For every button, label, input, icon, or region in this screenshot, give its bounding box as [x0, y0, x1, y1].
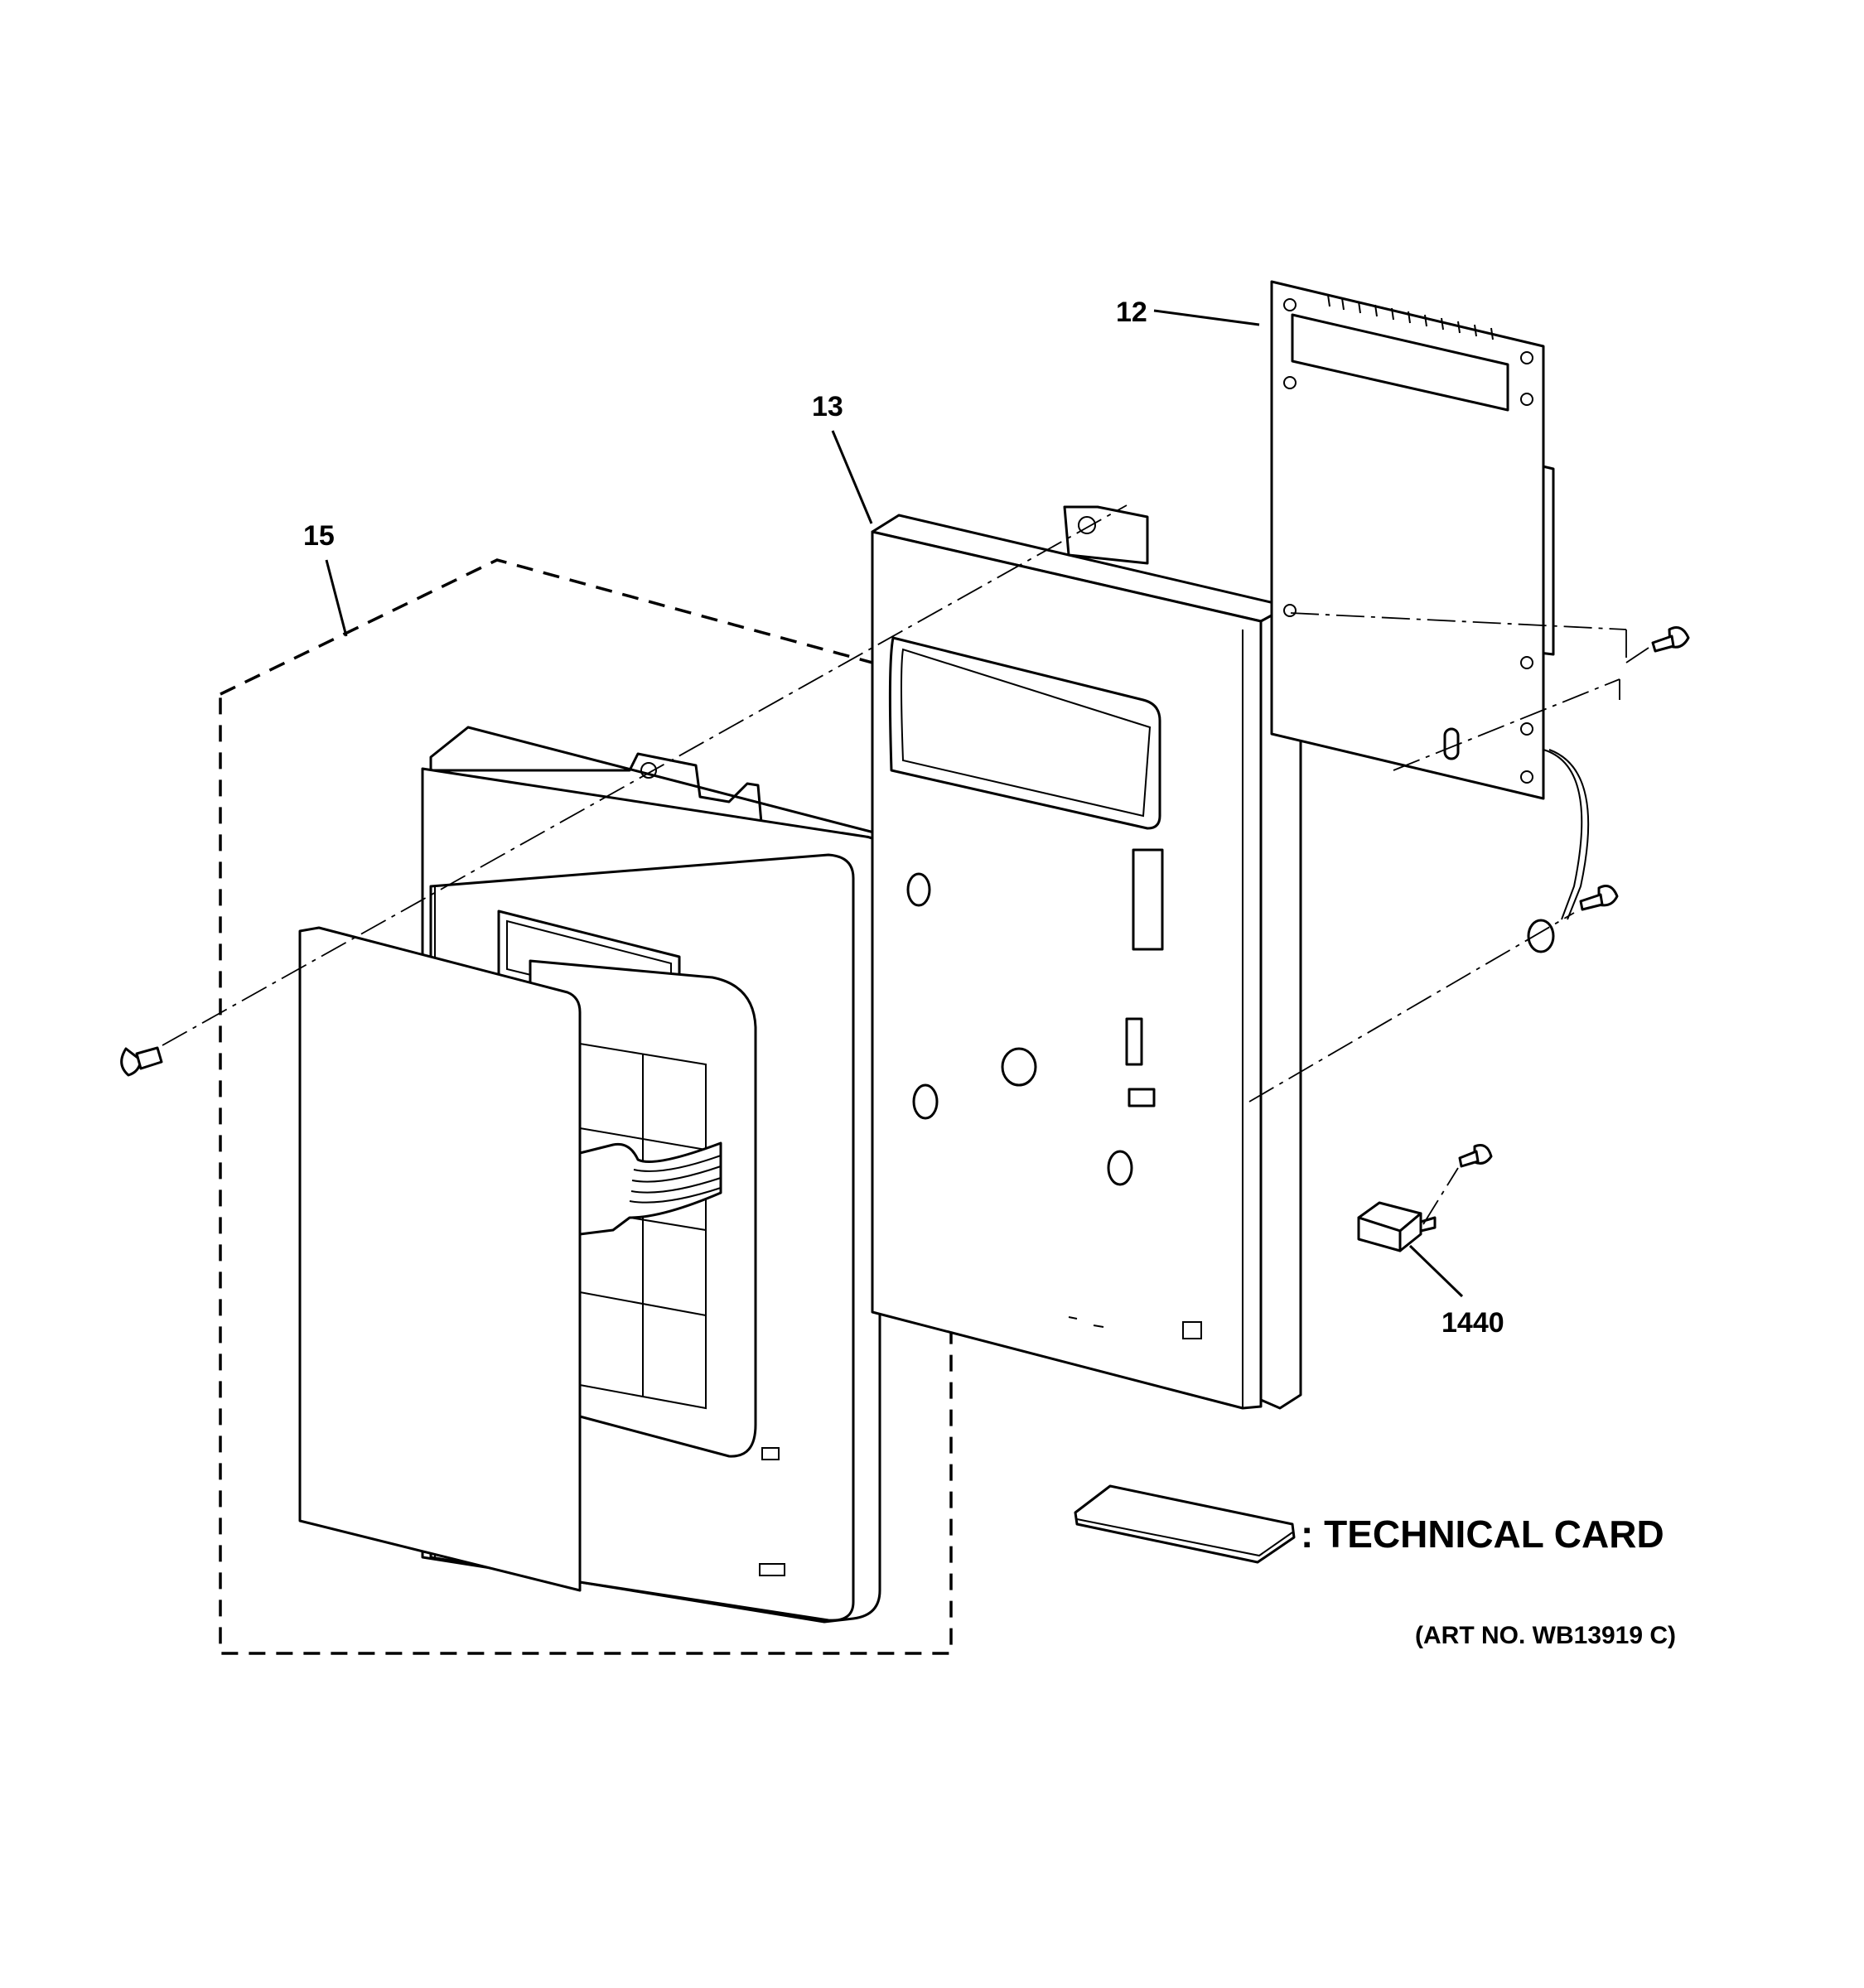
- bracket-tab: [1063, 505, 1149, 565]
- panel-marker: [761, 1447, 780, 1460]
- panel-door: [298, 926, 582, 1592]
- board: [1270, 280, 1545, 800]
- bracket-hole: [1001, 1047, 1037, 1087]
- bracket-tab-hole: [1078, 516, 1096, 534]
- bracket-hole: [906, 872, 931, 907]
- leader-13: [831, 430, 873, 524]
- ground-ring-terminal: [1527, 919, 1555, 953]
- art-number: (ART NO. WB13919 C): [1415, 1622, 1676, 1649]
- mounting-bracket: [871, 505, 1302, 1410]
- bracket-hole: [912, 1083, 939, 1120]
- screw-connector: [1458, 1144, 1493, 1168]
- callout-13: 13: [812, 391, 843, 422]
- ground-wire: [1543, 749, 1583, 920]
- panel-marker: [759, 1563, 785, 1576]
- control-panel-assembly: [219, 558, 953, 1655]
- leader-15: [325, 559, 348, 637]
- callout-15: 15: [303, 520, 335, 552]
- board-connector: [1291, 313, 1509, 412]
- technical-card-label: : TECHNICAL CARD: [1301, 1513, 1664, 1556]
- bracket-marker: [1182, 1321, 1202, 1339]
- board-slot: [1443, 727, 1460, 760]
- bracket-hole: [1107, 1150, 1133, 1186]
- screw-left: [120, 1046, 163, 1077]
- leader-1440: [1408, 1244, 1464, 1298]
- callout-1440: 1440: [1441, 1307, 1504, 1339]
- screw-board-upper: [1651, 626, 1690, 653]
- bracket-slot: [1132, 848, 1164, 951]
- leader-12: [1153, 309, 1260, 326]
- bracket-slot: [1125, 1017, 1143, 1066]
- technical-card-icon: [1074, 1484, 1296, 1564]
- callout-12: 12: [1116, 297, 1147, 328]
- alignment-lines: [162, 504, 1649, 1225]
- connector-block: [1357, 1201, 1437, 1252]
- bracket-slot: [1128, 1088, 1156, 1107]
- circuit-board: [1270, 280, 1590, 953]
- bracket-tab-hole: [640, 762, 657, 779]
- screw-ground: [1579, 885, 1619, 911]
- bracket-display-opening: [888, 636, 1161, 830]
